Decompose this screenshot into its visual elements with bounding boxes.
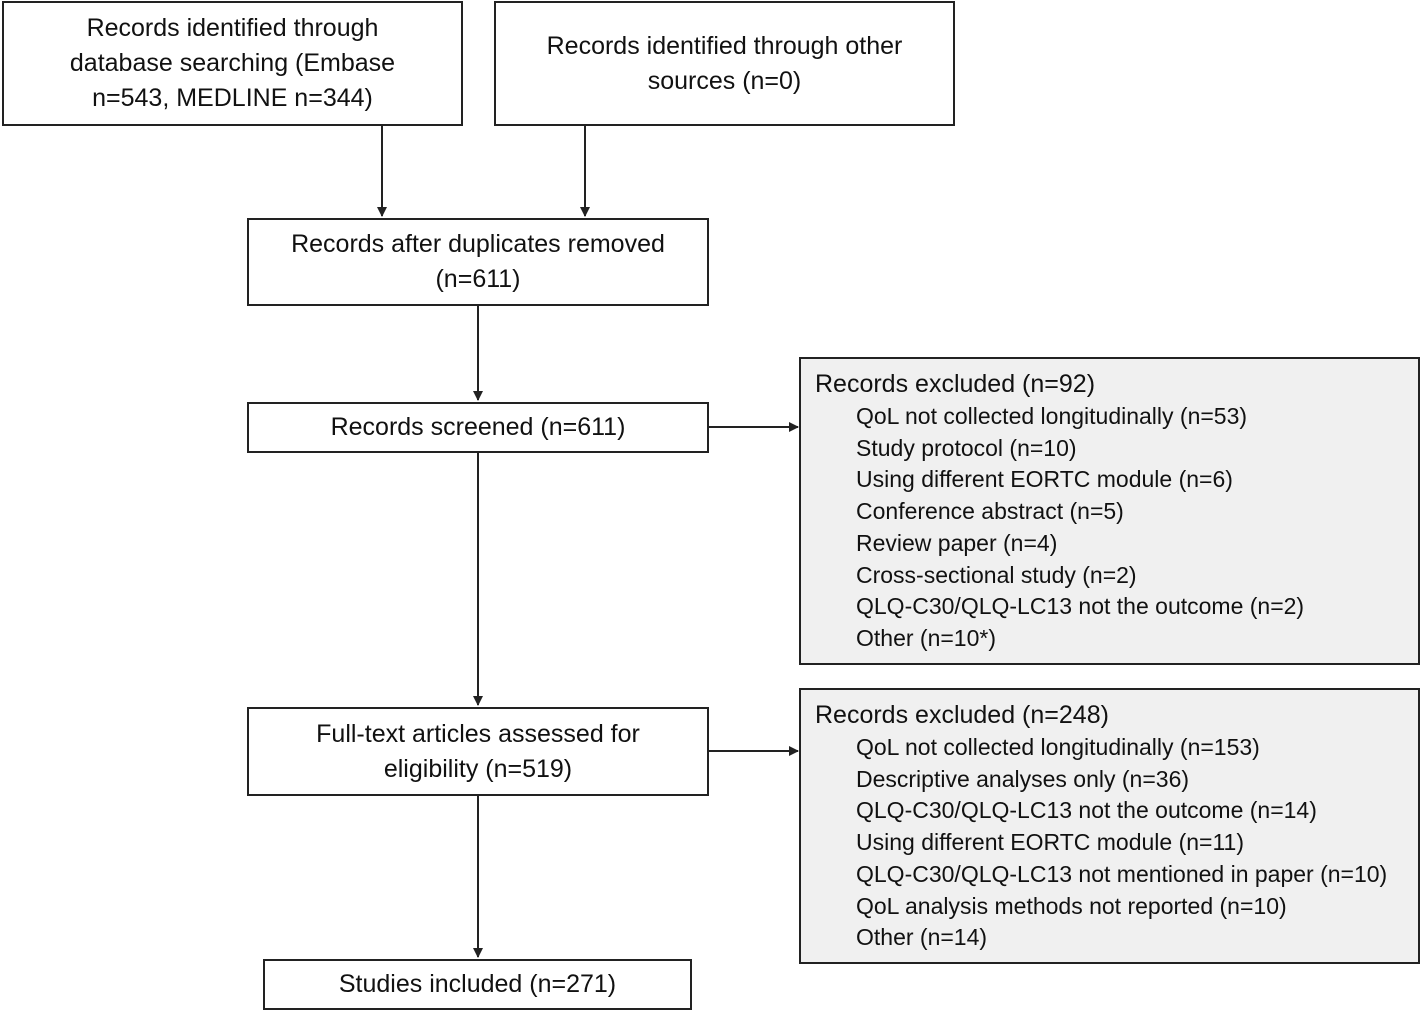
exclusion-item: QLQ-C30/QLQ-LC13 not the outcome (n=14): [856, 797, 1317, 824]
database-search-box: Records identified through database sear…: [2, 1, 463, 126]
box-line: Records identified through: [86, 14, 379, 42]
exclusion-item: QLQ-C30/QLQ-LC13 not mentioned in paper …: [856, 860, 1388, 887]
duplicates-removed-box: Records after duplicates removed (n=611): [247, 218, 709, 306]
records-screened-box: Records screened (n=611): [247, 402, 709, 453]
exclusion-item: Using different EORTC module (n=11): [856, 829, 1244, 856]
box-line: eligibility (n=519): [383, 754, 573, 783]
exclusion-item: QoL not collected longitudinally (n=53): [856, 403, 1248, 429]
box-line: (n=611): [435, 265, 521, 293]
box-line: Records screened (n=611): [330, 413, 626, 441]
exclusion-item: QLQ-C30/QLQ-LC13 not the outcome (n=2): [856, 593, 1305, 620]
exclusion-item: Other (n=10*): [856, 624, 996, 651]
studies-included-box: Studies included (n=271): [263, 959, 692, 1010]
exclusion-item: Other (n=14): [856, 924, 988, 951]
exclusion-item: Cross-sectional study (n=2): [856, 561, 1137, 588]
exclusion-item: QoL not collected longitudinally (n=153): [856, 734, 1260, 760]
exclusion-list: QoL not collected longitudinally (n=53) …: [815, 401, 1418, 655]
box-line: sources (n=0): [647, 66, 802, 95]
box-line: Studies included (n=271): [338, 970, 617, 998]
exclusion-item: QoL analysis methods not reported (n=10): [856, 892, 1287, 919]
exclusion-item: Descriptive analyses only (n=36): [856, 765, 1190, 792]
exclusion-item: Review paper (n=4): [856, 529, 1058, 556]
box-line: Full-text articles assessed for: [316, 719, 640, 748]
exclusion-title: Records excluded (n=248): [815, 701, 1109, 729]
box-line: database searching (Embase: [69, 49, 396, 77]
full-text-assessed-box: Full-text articles assessed for eligibil…: [247, 707, 709, 796]
screening-exclusions-box: Records excluded (n=92) QoL not collecte…: [799, 357, 1420, 665]
exclusion-list: QoL not collected longitudinally (n=153)…: [815, 732, 1418, 954]
exclusion-item: Study protocol (n=10): [856, 434, 1077, 461]
exclusion-item: Using different EORTC module (n=6): [856, 466, 1233, 493]
full-text-exclusions-box: Records excluded (n=248) QoL not collect…: [799, 688, 1420, 964]
box-line: n=543, MEDLINE n=344): [92, 84, 373, 112]
exclusion-title: Records excluded (n=92): [815, 370, 1096, 398]
box-line: Records identified through other: [546, 31, 903, 60]
exclusion-item: Conference abstract (n=5): [856, 498, 1124, 525]
other-sources-box: Records identified through other sources…: [494, 1, 955, 126]
box-line: Records after duplicates removed: [291, 230, 665, 258]
